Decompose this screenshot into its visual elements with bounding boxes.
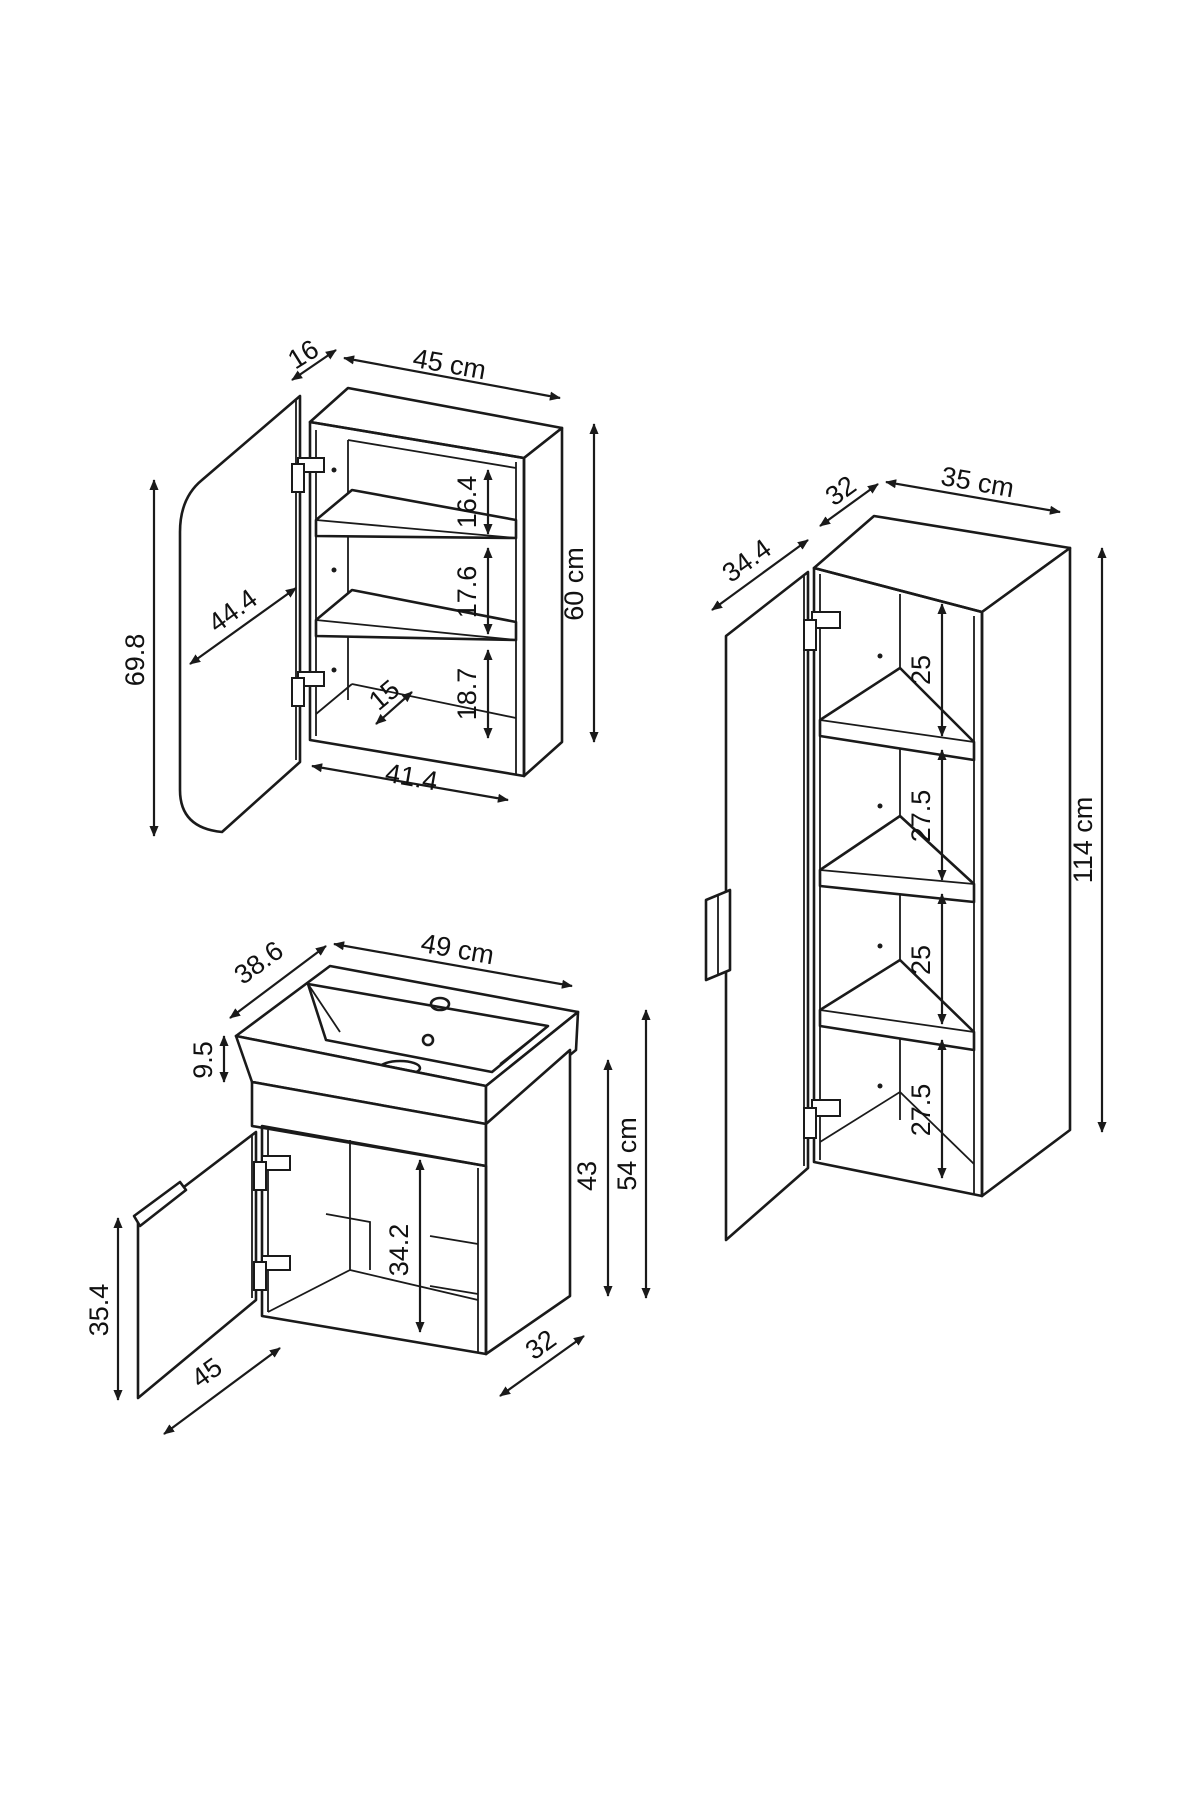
mirror-cabinet-side bbox=[522, 426, 564, 778]
sink-total-height-label: 54 cm bbox=[612, 1117, 642, 1191]
mirror-cabinet-shelf-2 bbox=[314, 588, 518, 642]
mirror-shelf-height-3: 18.7 bbox=[452, 668, 482, 721]
sink-door-height-label: 35.4 bbox=[84, 1284, 114, 1337]
hinge-icon bbox=[253, 1155, 291, 1191]
mirror-cabinet-shelf-1 bbox=[314, 488, 518, 540]
tap-hole-icon bbox=[429, 996, 451, 1012]
tall-cabinet-door bbox=[724, 570, 810, 1242]
tall-cabinet: 35 cm 32 34.4 114 cm 25 27.5 25 27.5 bbox=[704, 461, 1107, 1242]
sink-width-label: 49 cm bbox=[419, 928, 497, 970]
tall-cabinet-side bbox=[980, 546, 1072, 1198]
mirror-shelf-height-2: 17.6 bbox=[452, 566, 482, 619]
overflow-hole-icon bbox=[421, 1033, 435, 1047]
tall-shelf-height-4: 27.5 bbox=[906, 1084, 936, 1137]
basin-bowl bbox=[306, 982, 550, 1074]
hinge-icon bbox=[291, 457, 325, 493]
sink-body-depth-label: 32 bbox=[520, 1324, 562, 1366]
mirror-door-height-label: 69.8 bbox=[120, 634, 150, 687]
tall-shelf-height-1: 25 bbox=[906, 655, 936, 685]
sink-cabinet-door bbox=[136, 1130, 258, 1400]
sink-cabinet-body bbox=[260, 1124, 488, 1356]
sink-inner-height-label: 34.2 bbox=[384, 1224, 414, 1277]
tall-cabinet-shelf-1 bbox=[818, 666, 976, 762]
mirror-inner-width-label: 41.4 bbox=[383, 758, 440, 797]
mirror-inner-depth-label: 15 bbox=[363, 674, 405, 716]
tall-cabinet-depth-label: 32 bbox=[820, 470, 862, 512]
tall-cabinet-shelf-2 bbox=[818, 814, 976, 904]
mirror-cabinet-height-label: 60 cm bbox=[559, 547, 589, 621]
tall-shelf-height-3: 25 bbox=[906, 945, 936, 975]
tall-cabinet-height-label: 114 cm bbox=[1068, 797, 1098, 884]
hinge-icon bbox=[291, 671, 325, 707]
hinge-icon bbox=[253, 1255, 291, 1291]
hinge-icon bbox=[803, 1099, 841, 1139]
basin-height-label: 9.5 bbox=[188, 1041, 218, 1079]
mirror-cabinet-width-label: 45 cm bbox=[411, 343, 489, 385]
sink-body-height-label: 43 bbox=[572, 1161, 602, 1191]
tall-cabinet-width-label: 35 cm bbox=[939, 461, 1017, 503]
tall-shelf-height-2: 27.5 bbox=[906, 790, 936, 843]
tall-cabinet-frame bbox=[812, 566, 984, 1198]
sink-cabinet: 49 cm 38.6 9.5 54 cm 43 34.2 35.4 45 32 bbox=[84, 928, 651, 1435]
sink-door-width-label: 45 bbox=[186, 1352, 228, 1394]
mirror-shelf-height-1: 16.4 bbox=[452, 476, 482, 529]
door-handle-icon bbox=[132, 1180, 188, 1228]
tall-cabinet-shelf-3 bbox=[818, 958, 976, 1052]
mirror-cabinet-depth-label: 16 bbox=[283, 334, 324, 375]
tall-door-width-label: 34.4 bbox=[717, 533, 777, 588]
mirror-cabinet: 45 cm 16 60 cm 69.8 44.4 41.4 15 16.4 17… bbox=[120, 334, 599, 837]
hinge-icon bbox=[803, 611, 841, 651]
